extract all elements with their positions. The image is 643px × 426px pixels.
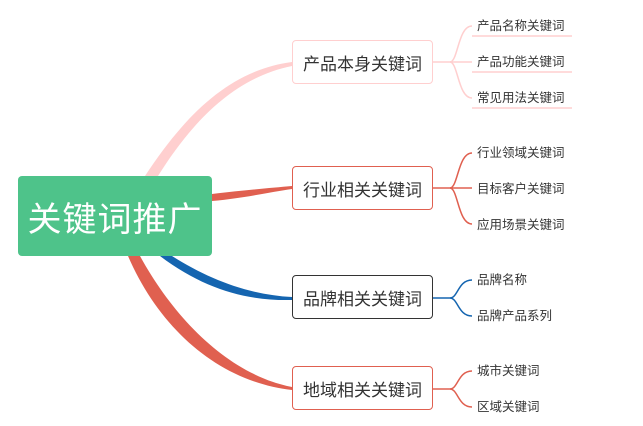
link-root-branch-4 (128, 256, 292, 390)
branch-node-2[interactable]: 行业相关关键词 (292, 166, 433, 210)
link-root-branch-3 (160, 256, 292, 301)
link-root-branch-2 (212, 186, 292, 201)
link-branch-1-leaf-1 (433, 25, 473, 63)
branch-node-4[interactable]: 地域相关关键词 (292, 366, 433, 410)
leaf-node[interactable]: 目标客户关键词 (477, 181, 565, 196)
link-root-branch-1 (145, 62, 292, 176)
leaf-node[interactable]: 品牌名称 (477, 272, 528, 287)
leaf-node[interactable]: 产品功能关键词 (477, 54, 565, 69)
leaf-node[interactable]: 品牌产品系列 (477, 308, 553, 323)
branch-node-1[interactable]: 产品本身关键词 (292, 40, 433, 84)
link-branch-1-leaf-3 (449, 61, 473, 99)
branch-node-3[interactable]: 品牌相关关键词 (292, 275, 433, 319)
leaf-node[interactable]: 区域关键词 (477, 399, 540, 414)
leaf-node[interactable]: 产品名称关键词 (477, 18, 565, 33)
leaf-node[interactable]: 常见用法关键词 (477, 90, 565, 105)
leaf-node[interactable]: 行业领域关键词 (477, 145, 565, 160)
link-branch-4-leaf-1 (433, 370, 473, 390)
link-branch-3-leaf-1 (433, 279, 473, 299)
root-node[interactable]: 关键词推广 (18, 176, 212, 256)
leaf-node[interactable]: 城市关键词 (477, 363, 540, 378)
link-branch-2-leaf-1 (433, 152, 473, 189)
link-branch-2-leaf-3 (449, 187, 473, 225)
leaf-node[interactable]: 应用场景关键词 (477, 217, 565, 232)
link-branch-4-leaf-2 (449, 388, 473, 408)
link-branch-3-leaf-2 (449, 297, 473, 317)
